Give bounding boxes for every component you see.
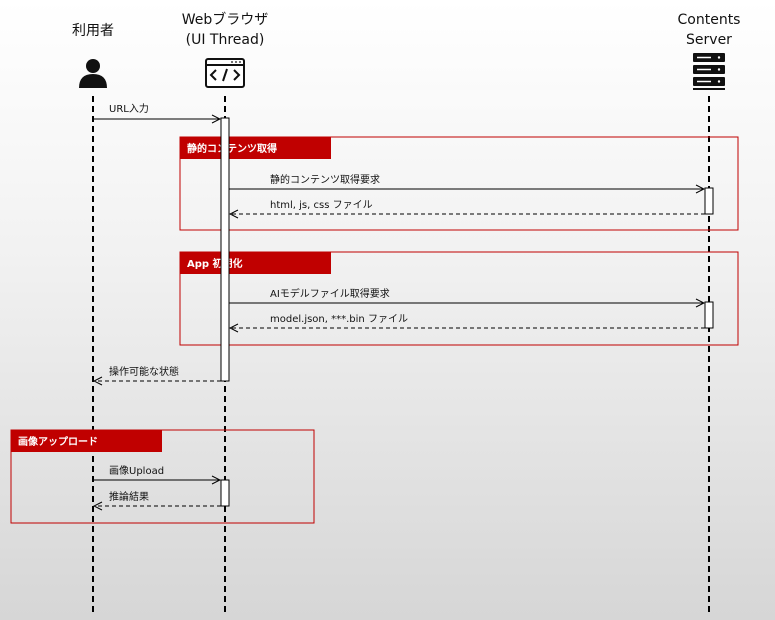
server-icon xyxy=(693,53,725,90)
message-label: AIモデルファイル取得要求 xyxy=(270,287,390,300)
message-label: model.json, ***.bin ファイル xyxy=(270,314,408,325)
message-image-upload: 画像Upload xyxy=(93,465,220,480)
message-label: 静的コンテンツ取得要求 xyxy=(270,173,380,186)
message-url-input: URL入力 xyxy=(93,102,220,119)
frame-static-content-title: 静的コンテンツ取得 xyxy=(187,142,277,155)
activation-browser-upload xyxy=(220,479,230,507)
message-label: 操作可能な状態 xyxy=(109,365,179,378)
browser-code-icon xyxy=(205,58,245,88)
frame-app-init-title: App 初期化 xyxy=(187,257,243,270)
actor-browser-label-line2: (UI Thread) xyxy=(186,32,265,48)
person-icon xyxy=(79,59,107,88)
message-model-response: model.json, ***.bin ファイル xyxy=(230,314,705,328)
message-label: 画像Upload xyxy=(109,465,164,477)
actor-server-label-line1: Contents xyxy=(678,12,741,28)
message-ready-state: 操作可能な状態 xyxy=(94,365,221,381)
message-label: 推論結果 xyxy=(109,490,149,503)
message-label: html, js, css ファイル xyxy=(270,200,373,211)
actor-server-label-line2: Server xyxy=(686,32,732,48)
message-label: URL入力 xyxy=(109,102,149,115)
frame-static-content: 静的コンテンツ取得 xyxy=(179,136,739,231)
actor-browser-label-line1: Webブラウザ xyxy=(182,11,269,28)
actor-user-label: 利用者 xyxy=(72,23,114,39)
frame-image-upload: 画像アップロード xyxy=(10,429,315,524)
message-static-request: 静的コンテンツ取得要求 xyxy=(229,173,704,189)
message-model-request: AIモデルファイル取得要求 xyxy=(229,287,704,303)
message-static-response: html, js, css ファイル xyxy=(230,200,705,214)
activation-server-static xyxy=(704,187,714,215)
frame-image-upload-title: 画像アップロード xyxy=(18,435,98,448)
message-inference-result: 推論結果 xyxy=(94,490,221,506)
activation-browser-main xyxy=(220,117,230,382)
activation-server-model xyxy=(704,301,714,329)
frame-app-init: App 初期化 xyxy=(179,251,739,346)
